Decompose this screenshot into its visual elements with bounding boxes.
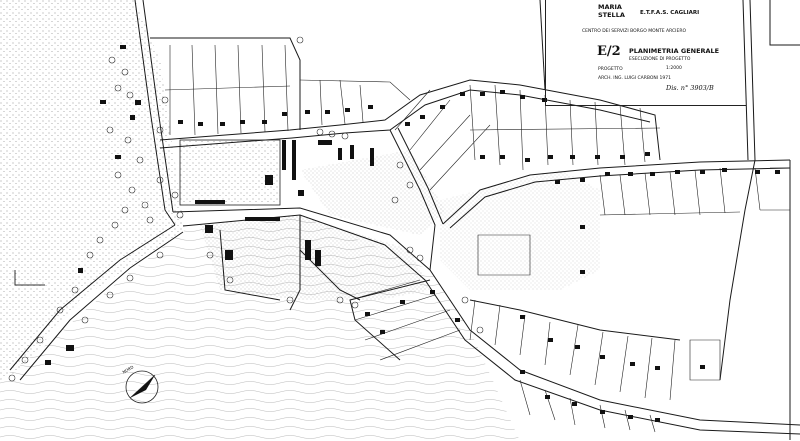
sheet-number: E/2 [597,44,621,59]
drawing-subtitle: ESECUZIONE DI PROGETTO [629,57,691,62]
drawing-number: Dis. n° 3903/B [666,84,714,92]
buildings [45,45,780,422]
project-label: PROGETTO [598,67,623,72]
central-square [179,139,281,206]
title-block: MARIA STELLA E.T.F.A.S. CAGLIARI CENTRO … [545,0,746,106]
road-network [9,0,800,440]
place-name-line1: MARIA [598,3,622,11]
north-arrow-icon [125,370,159,404]
centre-label: CENTRO DEI SERVIZI BORGO MONTE ARCIERO [582,29,687,34]
east-green-area [440,170,600,290]
scale-label: 1:2000 [666,66,682,71]
pier [14,270,45,286]
central-green-area [300,150,445,235]
place-name-line2: STELLA [598,11,625,19]
coast-terrain [0,0,185,380]
drawing-title: PLANIMETRIA GENERALE [629,47,720,55]
parcel-lines [164,44,790,433]
agency-label: E.T.F.A.S. CAGLIARI [640,10,700,16]
author-label: ARCH. ING. LUIGI CARBONI 1971 [598,76,671,81]
trees [8,36,484,382]
